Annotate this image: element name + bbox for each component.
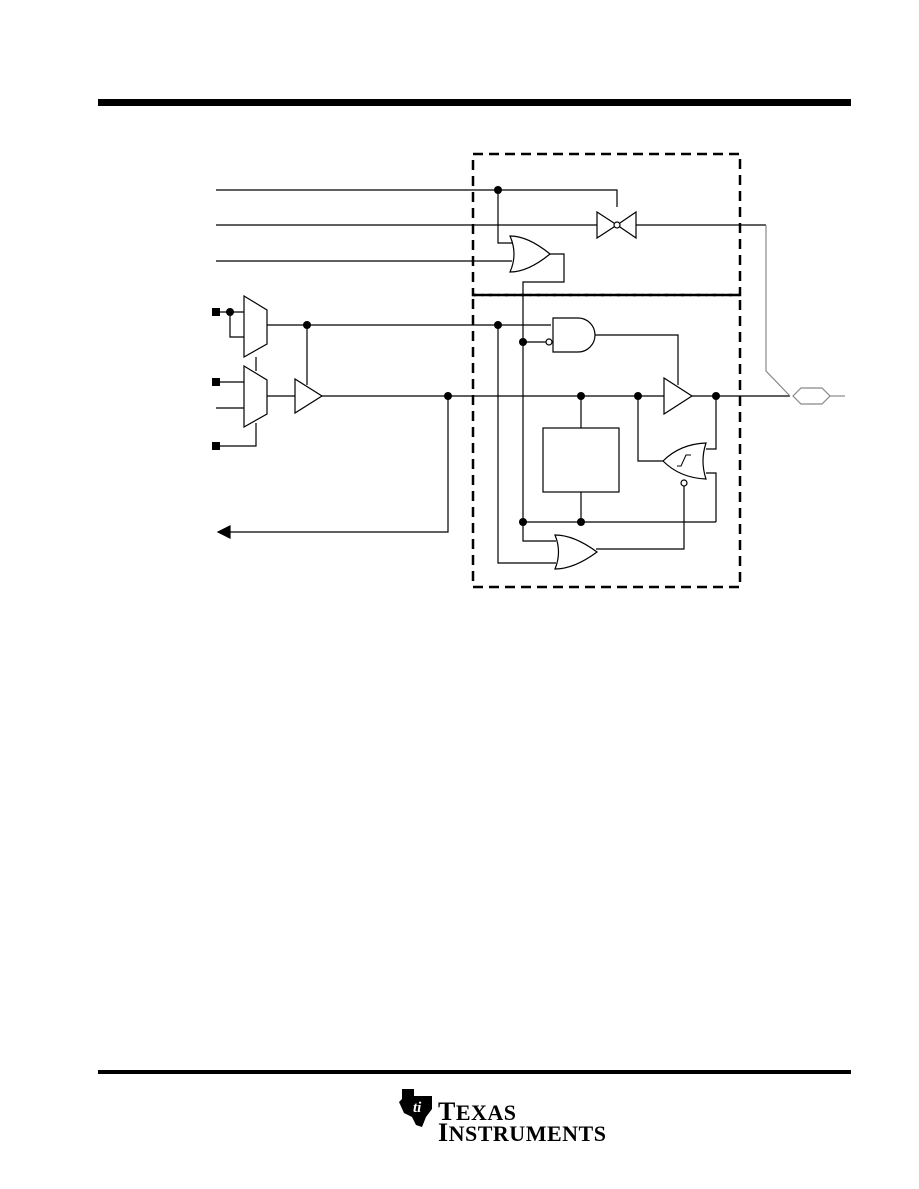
transmission-gate-right <box>615 210 637 240</box>
hysteresis-symbol <box>677 454 691 467</box>
schmitt-gate <box>662 442 707 480</box>
return-wire <box>228 396 449 533</box>
texas-instruments-logo: ti TEXAS INSTRUMENTS <box>396 1083 606 1147</box>
input-line-1 <box>216 189 618 207</box>
transmission-gate-left <box>596 210 619 240</box>
lower-dashed-block <box>471 293 742 589</box>
logo-instruments: INSTRUMENTS <box>438 1118 607 1147</box>
and-gate <box>552 317 596 353</box>
io-pad <box>792 387 831 405</box>
ti-state-icon: ti <box>399 1089 432 1127</box>
pad-trace-upper <box>765 225 791 397</box>
and-output <box>595 334 679 385</box>
schmitt-gate-input <box>637 396 664 462</box>
logo-texas: TEXAS <box>438 1097 517 1126</box>
pin-terminals <box>212 308 220 450</box>
or-bottom-input <box>522 522 556 542</box>
transmission-gate-bubble <box>613 221 621 229</box>
svg-text:ti: ti <box>413 1100 422 1116</box>
or-top-output <box>522 253 565 342</box>
schmitt-feedback-top <box>706 396 717 450</box>
pin-terminal-1 <box>212 308 220 316</box>
buffer-left <box>294 377 324 415</box>
output-buffer <box>663 376 694 416</box>
schmitt-feedback-bottom <box>706 472 717 522</box>
schmitt-bubble-wire <box>596 486 685 550</box>
schmitt-bubble <box>680 479 688 487</box>
and-input-bubble <box>545 338 553 346</box>
left-vertical-wire <box>497 325 556 564</box>
or-gate-bottom <box>554 534 599 570</box>
mux-top <box>243 294 268 359</box>
or-gate-top <box>509 235 551 273</box>
mux-bottom <box>243 364 268 429</box>
pin-terminal-2 <box>212 378 220 386</box>
pin-4-wire <box>216 423 257 447</box>
return-arrow <box>216 525 231 539</box>
wire-to-or-top <box>497 190 512 244</box>
internal-block <box>542 427 620 493</box>
pin-1-branch <box>229 312 244 338</box>
header-rule <box>98 99 851 106</box>
pin-terminal-4 <box>212 442 220 450</box>
junction-dots <box>226 186 720 526</box>
footer-rule <box>98 1070 851 1074</box>
